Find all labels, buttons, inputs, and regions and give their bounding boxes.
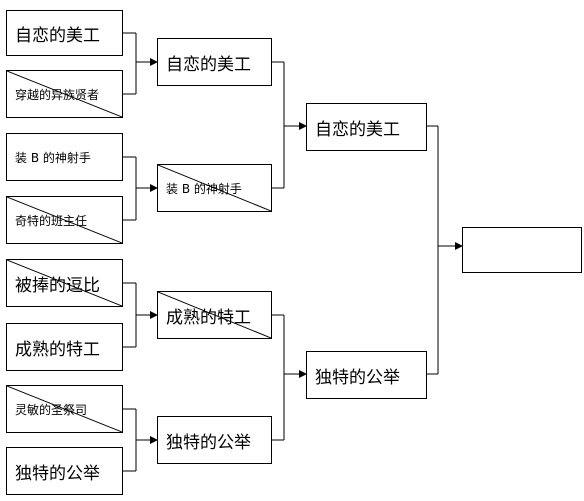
r3-slot-2: 独特的公举 bbox=[306, 351, 427, 399]
r1-slot-4: 奇特的班主任 bbox=[6, 196, 123, 244]
r1-slot-5-label: 被捧的逗比 bbox=[15, 275, 100, 296]
r2-slot-2-label: 装 B 的神射手 bbox=[166, 181, 242, 196]
eliminated-strike bbox=[7, 386, 122, 432]
r2-slot-1-label: 自恋的美工 bbox=[166, 54, 251, 75]
r2-slot-4-label: 独特的公举 bbox=[166, 432, 251, 453]
r1-slot-4-label: 奇特的班主任 bbox=[15, 213, 88, 228]
r1-slot-8: 独特的公举 bbox=[6, 447, 123, 495]
r1-slot-1-label: 自恋的美工 bbox=[15, 25, 100, 46]
eliminated-strike bbox=[158, 292, 271, 338]
eliminated-strike bbox=[158, 165, 271, 211]
eliminated-strike bbox=[7, 260, 122, 306]
r3-slot-1: 自恋的美工 bbox=[306, 103, 427, 151]
champion-slot bbox=[462, 227, 582, 273]
r1-slot-7: 灵敏的圣祭司 bbox=[6, 385, 123, 433]
r2-slot-1: 自恋的美工 bbox=[157, 38, 272, 86]
r1-slot-2-label: 穿越的异族贤者 bbox=[15, 87, 100, 102]
r1-slot-7-label: 灵敏的圣祭司 bbox=[15, 402, 88, 417]
r1-slot-5: 被捧的逗比 bbox=[6, 259, 123, 307]
r2-slot-2: 装 B 的神射手 bbox=[157, 164, 272, 212]
r1-slot-3: 装 B 的神射手 bbox=[6, 133, 123, 181]
r1-slot-1: 自恋的美工 bbox=[6, 10, 123, 56]
r1-slot-6-label: 成熟的特工 bbox=[15, 339, 100, 360]
r2-slot-3: 成熟的特工 bbox=[157, 291, 272, 339]
r2-slot-3-label: 成熟的特工 bbox=[166, 307, 251, 328]
r1-slot-3-label: 装 B 的神射手 bbox=[15, 150, 91, 165]
r1-slot-8-label: 独特的公举 bbox=[15, 463, 100, 484]
eliminated-strike bbox=[7, 71, 122, 117]
eliminated-strike bbox=[7, 197, 122, 243]
r3-slot-1-label: 自恋的美工 bbox=[315, 119, 400, 140]
r1-slot-6: 成熟的特工 bbox=[6, 323, 123, 371]
r2-slot-4: 独特的公举 bbox=[157, 416, 272, 464]
r3-slot-2-label: 独特的公举 bbox=[315, 367, 400, 388]
r1-slot-2: 穿越的异族贤者 bbox=[6, 70, 123, 118]
